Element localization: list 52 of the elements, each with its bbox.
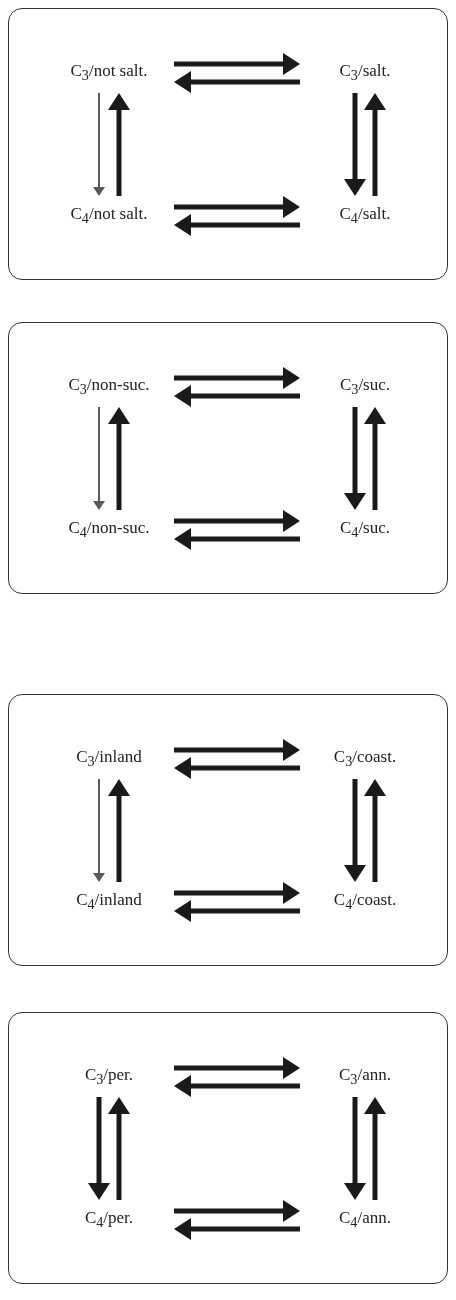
panel-box bbox=[8, 694, 448, 966]
arrow bbox=[88, 1097, 110, 1200]
arrow bbox=[174, 214, 300, 236]
arrow bbox=[108, 779, 130, 882]
arrow bbox=[364, 1097, 386, 1200]
state-label: C$_{3}$/suc. bbox=[300, 367, 430, 407]
state-label: C$_{3}$/inland bbox=[44, 739, 174, 779]
arrow bbox=[344, 779, 366, 882]
state-label: C$_{4}$/salt. bbox=[300, 196, 430, 236]
panel-box bbox=[8, 322, 448, 594]
state-label: C$_{3}$/per. bbox=[44, 1057, 174, 1097]
state-label: C$_{4}$/inland bbox=[44, 882, 174, 922]
arrow bbox=[108, 1097, 130, 1200]
arrow bbox=[174, 71, 300, 93]
arrow bbox=[174, 882, 300, 904]
state-label: C$_{4}$/per. bbox=[44, 1200, 174, 1240]
arrow bbox=[364, 779, 386, 882]
state-label: C$_{3}$/ann. bbox=[300, 1057, 430, 1097]
arrow bbox=[174, 528, 300, 550]
state-label: C$_{3}$/coast. bbox=[300, 739, 430, 779]
panel-box bbox=[8, 1012, 448, 1284]
arrow bbox=[92, 778, 106, 882]
arrow bbox=[364, 93, 386, 196]
arrow bbox=[174, 367, 300, 389]
state-label: C$_{4}$/suc. bbox=[300, 510, 430, 550]
state-label: C$_{3}$/salt. bbox=[300, 53, 430, 93]
arrow bbox=[92, 92, 106, 196]
arrow bbox=[92, 406, 106, 510]
state-label: C$_{4}$/not salt. bbox=[44, 196, 174, 236]
arrow bbox=[174, 1200, 300, 1222]
arrow bbox=[174, 739, 300, 761]
arrow bbox=[344, 1097, 366, 1200]
arrow bbox=[108, 93, 130, 196]
arrow bbox=[174, 1218, 300, 1240]
arrow bbox=[174, 196, 300, 218]
arrow bbox=[174, 757, 300, 779]
state-label: C$_{4}$/non-suc. bbox=[44, 510, 174, 550]
state-label: C$_{4}$/ann. bbox=[300, 1200, 430, 1240]
panel-box bbox=[8, 8, 448, 280]
state-label: C$_{3}$/not salt. bbox=[44, 53, 174, 93]
state-label: C$_{3}$/non-suc. bbox=[44, 367, 174, 407]
arrow bbox=[174, 900, 300, 922]
arrow bbox=[174, 53, 300, 75]
arrow bbox=[174, 510, 300, 532]
arrow bbox=[364, 407, 386, 510]
arrow bbox=[344, 407, 366, 510]
arrow bbox=[174, 1057, 300, 1079]
arrow bbox=[174, 1075, 300, 1097]
state-label: C$_{4}$/coast. bbox=[300, 882, 430, 922]
arrow bbox=[344, 93, 366, 196]
arrow bbox=[108, 407, 130, 510]
arrow bbox=[174, 385, 300, 407]
